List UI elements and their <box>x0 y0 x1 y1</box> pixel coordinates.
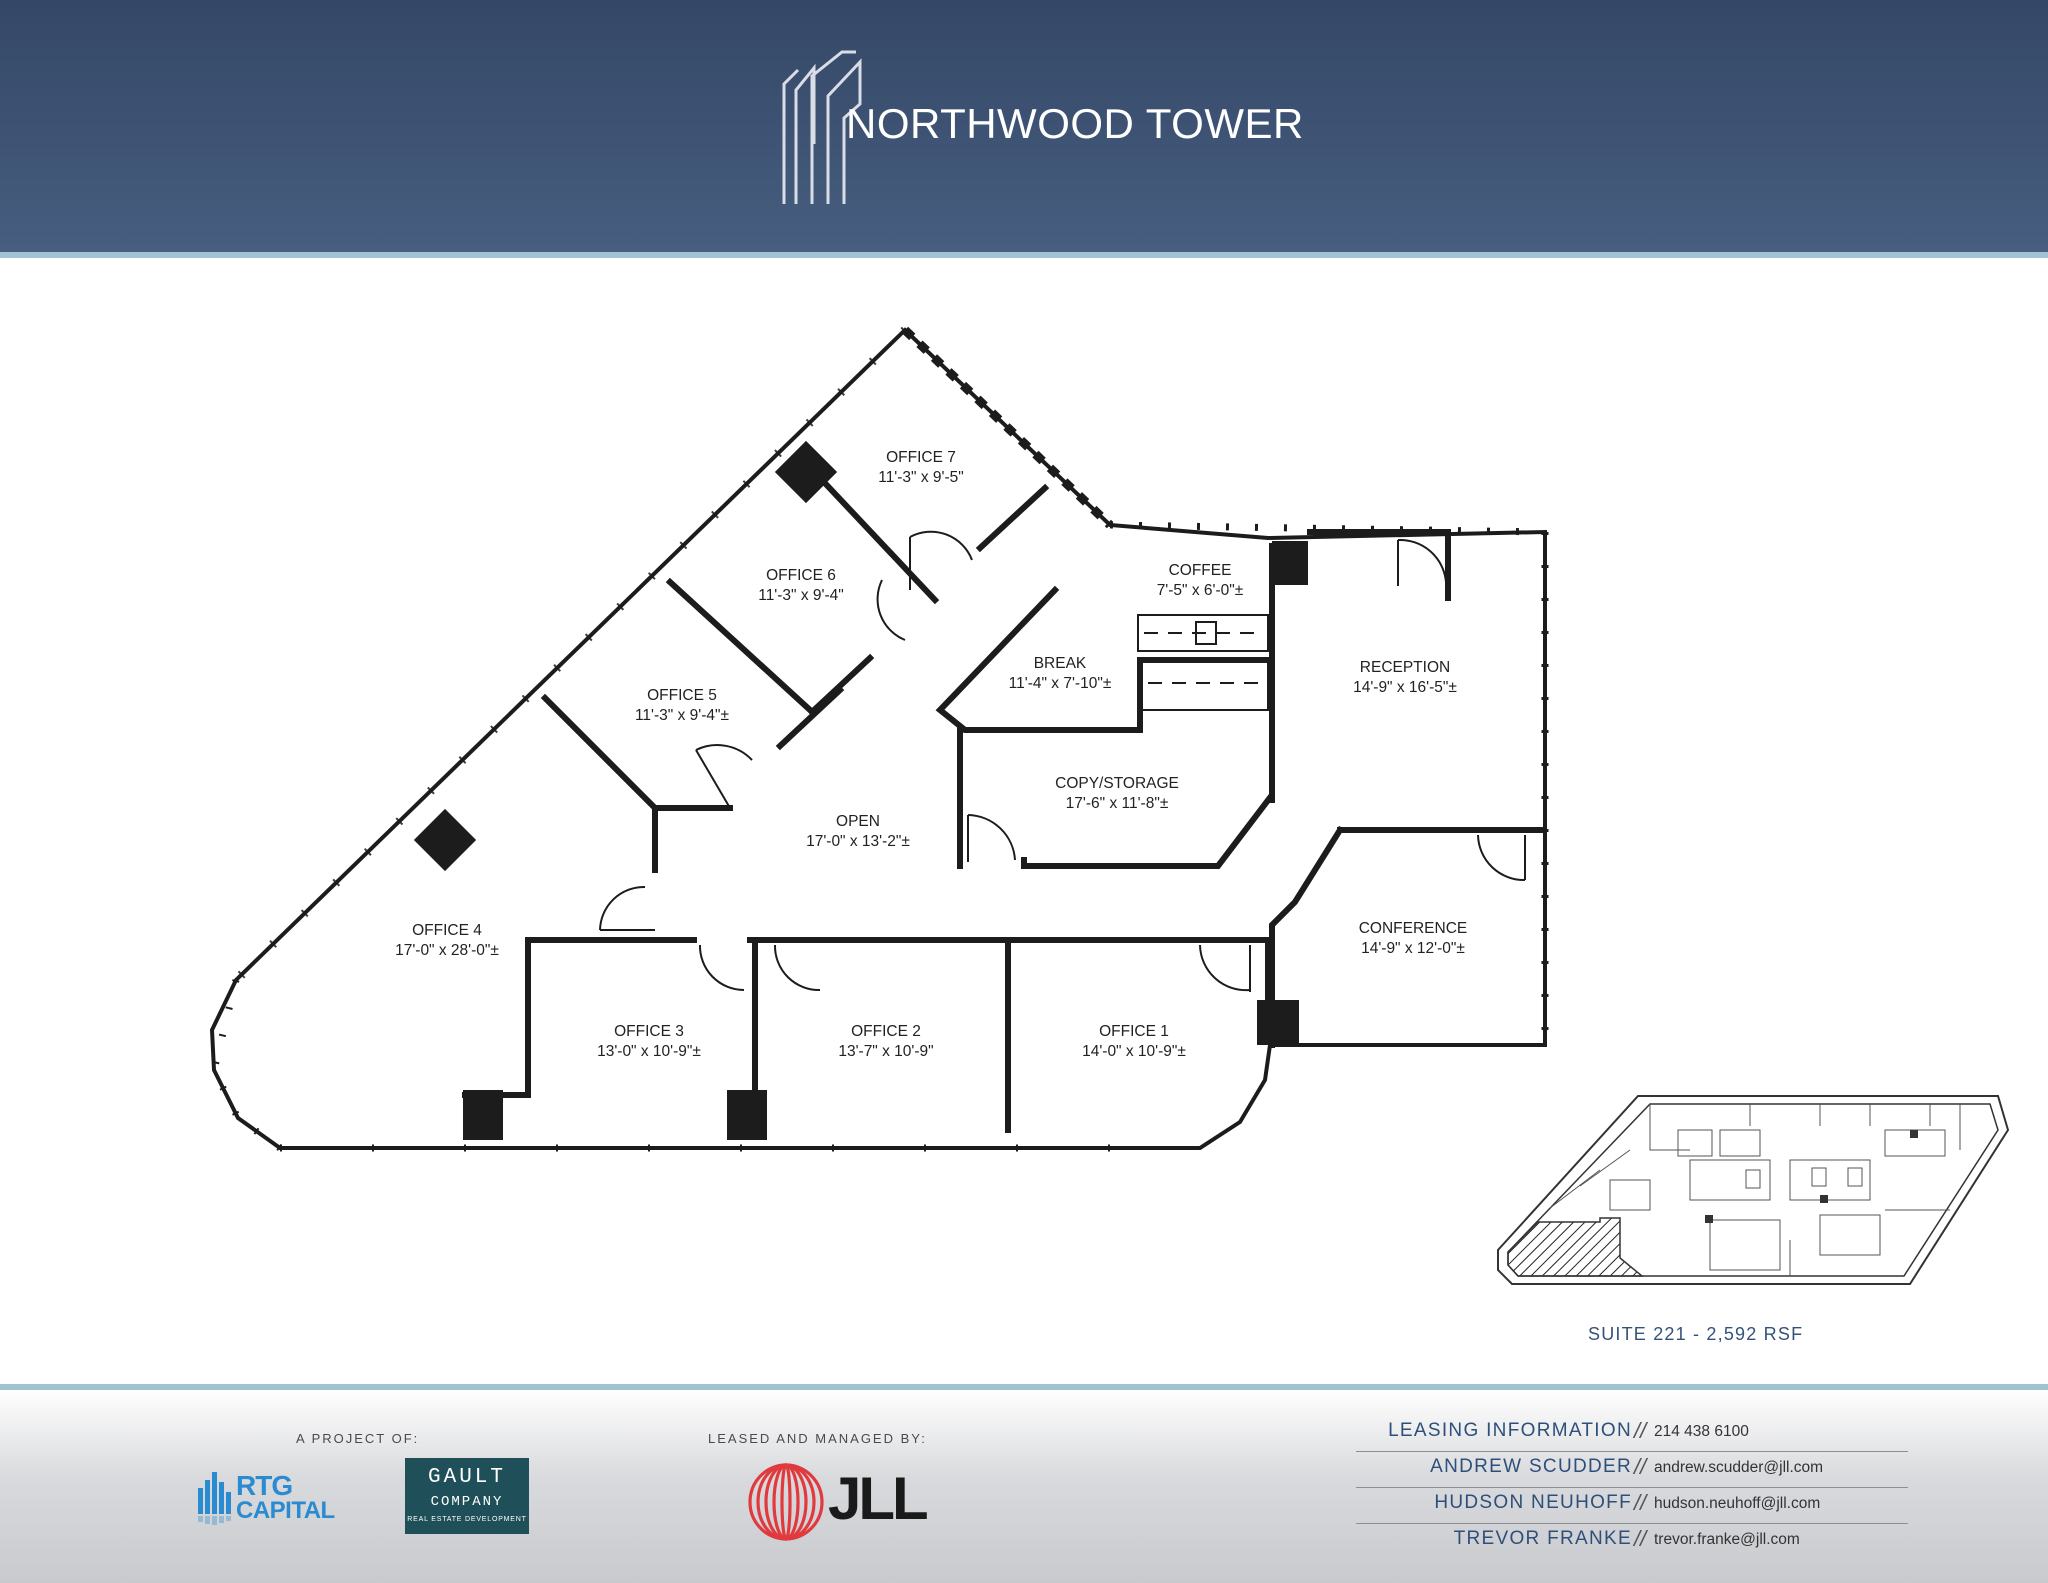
jll-rings-icon <box>748 1463 824 1541</box>
room-office3-name: OFFICE 3 <box>614 1023 684 1040</box>
room-office3-size: 13'-0" x 10'-9"± <box>597 1043 701 1060</box>
room-office7-size: 11'-3" x 9'-5" <box>878 469 964 486</box>
contact-label: LEASING INFORMATION <box>1388 1420 1632 1441</box>
contact-row-trevor: TREVOR FRANKE // trevor.franke@jll.com <box>1356 1526 1908 1560</box>
room-coffee-name: COFFEE <box>1169 562 1232 579</box>
gault-company-text: COMPANY <box>430 1494 504 1510</box>
project-of-label: A PROJECT OF: <box>296 1431 420 1446</box>
room-office5-name: OFFICE 5 <box>647 687 717 704</box>
contact-name: TREVOR FRANKE <box>1453 1528 1632 1549</box>
slash-divider: // <box>1634 1526 1647 1551</box>
room-office7-name: OFFICE 7 <box>886 449 956 466</box>
contact-name: HUDSON NEUHOFF <box>1434 1492 1632 1513</box>
room-conference-name: CONFERENCE <box>1359 920 1468 937</box>
jll-logo: JLL <box>746 1462 946 1542</box>
contact-row-andrew: ANDREW SCUDDER // andrew.scudder@jll.com <box>1356 1454 1908 1488</box>
room-office4-size: 17'-0" x 28'-0"± <box>395 942 499 959</box>
header-banner <box>0 0 2048 252</box>
room-office6-size: 11'-3" x 9'-4" <box>758 587 844 604</box>
contact-row-hudson: HUDSON NEUHOFF // hudson.neuhoff@jll.com <box>1356 1490 1908 1524</box>
room-open-name: OPEN <box>836 813 880 830</box>
contact-phone: 214 438 6100 <box>1654 1423 1749 1440</box>
room-office2-size: 13'-7" x 10'-9" <box>838 1043 933 1060</box>
header-accent-stripe <box>0 252 2048 258</box>
key-plan-map <box>1497 1095 2010 1285</box>
contact-email[interactable]: hudson.neuhoff@jll.com <box>1654 1495 1821 1512</box>
room-break-size: 11'-4" x 7'-10"± <box>1009 675 1112 692</box>
contact-email[interactable]: andrew.scudder@jll.com <box>1654 1459 1824 1476</box>
room-reception-size: 14'-9" x 16'-5"± <box>1353 679 1457 696</box>
suite-size-label: SUITE 221 - 2,592 RSF <box>1588 1324 1804 1344</box>
gault-tagline-text: REAL ESTATE DEVELOPMENT <box>407 1516 527 1523</box>
room-break-name: BREAK <box>1034 655 1087 672</box>
room-office1-name: OFFICE 1 <box>1099 1023 1169 1040</box>
room-copy-storage-name: COPY/STORAGE <box>1055 775 1179 792</box>
room-coffee-size: 7'-5" x 6'-0"± <box>1157 582 1244 599</box>
jll-wordmark: JLL <box>828 1465 929 1532</box>
gault-company-logo: GAULT COMPANY REAL ESTATE DEVELOPMENT <box>405 1458 529 1534</box>
slash-divider: // <box>1634 1418 1647 1443</box>
slash-divider: // <box>1634 1490 1647 1515</box>
wall-office7 <box>975 483 1050 553</box>
footer-accent-stripe <box>0 1384 2048 1390</box>
rtg-name-text: RTG <box>236 1470 293 1501</box>
gault-name-text: GAULT <box>427 1466 506 1489</box>
structural-columns <box>413 440 1308 1140</box>
row-divider <box>1356 1451 1908 1452</box>
room-open-size: 17'-0" x 13'-2"± <box>806 833 910 850</box>
leased-managed-label: LEASED AND MANAGED BY: <box>708 1431 927 1446</box>
room-office6-name: OFFICE 6 <box>766 567 836 584</box>
room-office2-name: OFFICE 2 <box>851 1023 921 1040</box>
exterior-wall <box>209 327 1547 1150</box>
rtg-sub-text: CAPITAL <box>236 1497 335 1524</box>
room-conference-size: 14'-9" x 12'-0"± <box>1361 940 1465 957</box>
contact-email[interactable]: trevor.franke@jll.com <box>1654 1531 1800 1548</box>
northwood-tower-logo-icon <box>782 50 862 204</box>
room-reception-name: RECEPTION <box>1360 659 1450 676</box>
building-title: NORTHWOOD TOWER <box>846 100 1304 147</box>
row-divider <box>1356 1523 1908 1524</box>
slash-divider: // <box>1634 1454 1647 1479</box>
room-office1-size: 14'-0" x 10'-9"± <box>1082 1043 1186 1060</box>
rtg-skyline-icon <box>198 1472 231 1525</box>
room-office4-name: OFFICE 4 <box>412 922 482 939</box>
room-office5-size: 11'-3" x 9'-4"± <box>635 707 730 724</box>
footer-bar <box>0 1390 2048 1583</box>
rtg-capital-logo: RTG CAPITAL <box>196 1468 350 1526</box>
contact-row-leasing: LEASING INFORMATION // 214 438 6100 <box>1356 1418 1908 1452</box>
contact-name: ANDREW SCUDDER <box>1430 1456 1632 1477</box>
row-divider <box>1356 1487 1908 1488</box>
room-copy-storage-size: 17'-6" x 11'-8"± <box>1066 795 1169 812</box>
